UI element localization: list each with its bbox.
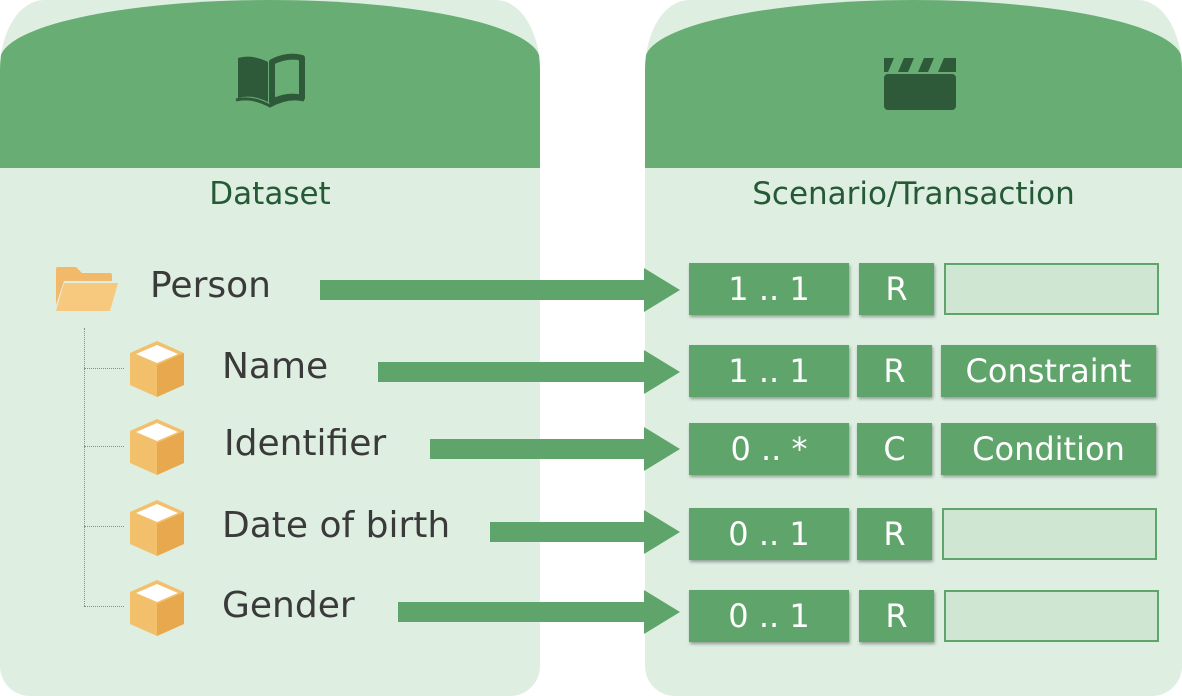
tree-connector — [84, 606, 124, 607]
dataset-title: Dataset — [209, 176, 331, 212]
tree-connector — [84, 368, 124, 369]
extra-cell — [944, 263, 1159, 315]
mapping-arrow — [430, 427, 680, 471]
extra-cell: Constraint — [941, 345, 1156, 397]
tree-node-name[interactable]: Name — [222, 346, 329, 387]
tree-connector — [84, 328, 85, 606]
mapping-arrow — [398, 590, 680, 634]
tree-node-identifier[interactable]: Identifier — [224, 423, 387, 464]
tree-node-person[interactable]: Person — [150, 265, 271, 306]
extra-cell: Condition — [941, 423, 1156, 475]
mapping-arrow — [490, 510, 680, 554]
box-icon[interactable] — [128, 417, 186, 477]
tree-connector — [84, 526, 124, 527]
flag-cell: R — [857, 508, 932, 560]
tree-connector — [84, 446, 124, 447]
clapperboard-icon — [884, 58, 956, 110]
flag-cell: R — [859, 263, 934, 315]
box-icon[interactable] — [128, 498, 186, 558]
box-icon[interactable] — [128, 578, 186, 638]
tree-node-gender[interactable]: Gender — [222, 585, 355, 626]
flag-cell: C — [857, 423, 932, 475]
folder-icon[interactable] — [54, 265, 120, 313]
cardinality-cell: 1 .. 1 — [689, 345, 849, 397]
cardinality-cell: 0 .. * — [689, 423, 849, 475]
tree-node-date-of-birth[interactable]: Date of birth — [222, 505, 451, 546]
mapping-arrow — [320, 268, 680, 312]
box-icon[interactable] — [128, 339, 186, 399]
open-book-icon — [235, 53, 305, 108]
dataset-panel: Dataset Person Name Identifier Date of b… — [0, 0, 540, 696]
extra-cell — [944, 590, 1159, 642]
cardinality-cell: 0 .. 1 — [689, 590, 849, 642]
cardinality-cell: 0 .. 1 — [689, 508, 849, 560]
mapping-arrow — [378, 350, 680, 394]
flag-cell: R — [859, 590, 934, 642]
cardinality-cell: 1 .. 1 — [689, 263, 849, 315]
flag-cell: R — [857, 345, 932, 397]
scenario-title: Scenario/Transaction — [752, 176, 1075, 212]
extra-cell — [942, 508, 1157, 560]
